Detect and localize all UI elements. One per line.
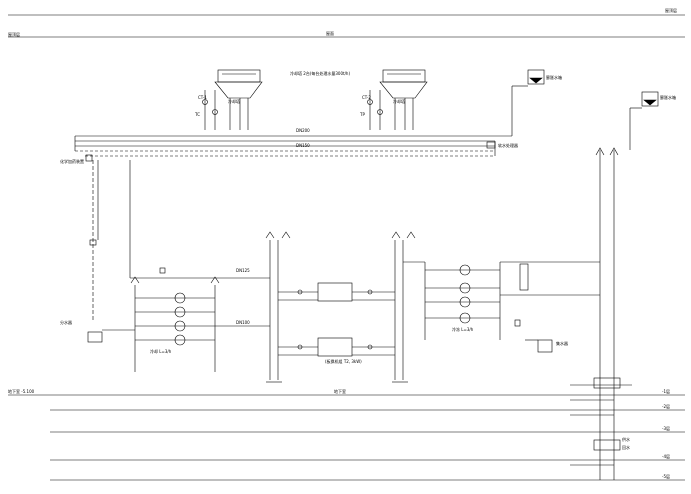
pipe-size-dn100: DN100 [236,320,250,325]
left-risers [89,160,270,320]
basement-level-label: 地下室 -5.100 [8,389,35,394]
level-minus-4: -4层 [662,454,670,459]
heat-exchanger-lower [278,337,395,357]
tag-ct2: CT-2 [362,95,371,100]
riser-tag-1: 供水 [622,437,630,442]
heat-exchanger-note: (板换机组 T2, 3kW) [325,359,362,364]
tag-tp: TP [360,112,365,117]
expansion-tank-right-label: 膨胀水箱 [660,95,676,100]
level-minus-2: -2层 [662,404,670,409]
header-tag-a: 分水器 [60,320,72,325]
expansion-tank-right [629,91,659,150]
tag-tc: TC [195,112,201,117]
heat-exchanger-upper [278,282,395,302]
basement-center-label: 地下室 [334,389,346,394]
tower-left-label: 冷却塔 [228,99,240,104]
expansion-tank-left [511,69,545,136]
tower-note: 冷却塔 2台(每台处理水量300t/h) [290,71,351,76]
pipe-size-dn200: DN200 [296,128,310,133]
tag-ct1: CT-1 [198,95,207,100]
cooling-tower-left [202,69,263,130]
tower-right-label: 冷却塔 [393,99,405,104]
center-left-risers [265,231,416,383]
pipe-size-dn125: DN125 [236,268,250,273]
pipe-size-dn150: DN150 [296,143,310,148]
right-pump-group [403,261,600,353]
expansion-tank-left-label: 膨胀水箱 [546,75,562,80]
pump-note-left: 冷却 L=3/h [150,349,172,354]
floor-level-lines [8,14,685,481]
roof-pipe-headers [74,135,512,162]
header-tag-b: 集水器 [556,341,568,346]
water-treatment-label: 软水处理器 [498,143,518,148]
left-pump-group [87,276,270,372]
pump-note-right: 冷冻 L=3/h [452,327,474,332]
level-minus-1: -1层 [662,389,670,394]
cooling-tower-right [367,69,428,130]
floor-label-roof: 屋顶层 [8,32,20,37]
floor-label-top-right: 屋顶层 [665,8,677,13]
level-minus-5: -5层 [662,474,670,479]
chemical-dosing-label: 化学加药装置 [60,159,84,164]
level-minus-3: -3层 [662,426,670,431]
right-risers [570,147,632,480]
riser-tag-2: 回水 [622,445,630,450]
roof-center-label: 屋面 [326,31,334,36]
